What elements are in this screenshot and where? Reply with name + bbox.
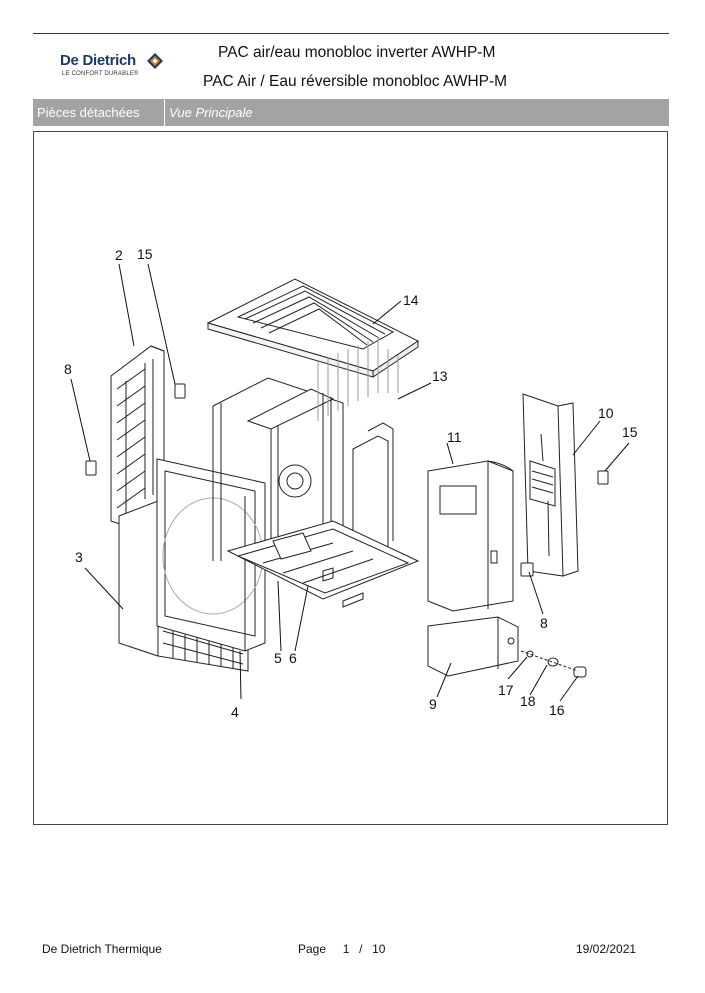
diamond-logo-icon <box>147 53 163 69</box>
front-panel-drawing <box>156 458 266 652</box>
tab-spare-parts[interactable]: Pièces détachées <box>33 99 165 126</box>
callout-label: 14 <box>403 292 419 308</box>
callout-label: 9 <box>429 696 437 712</box>
chassis-drawing <box>212 377 420 608</box>
brand-tagline: LE CONFORT DURABLE® <box>62 71 139 77</box>
callout-label: 15 <box>137 246 153 262</box>
brand-name: De Dietrich <box>60 52 136 69</box>
callout-label: 13 <box>432 368 448 384</box>
callout-label: 8 <box>64 361 72 377</box>
rear-panel-drawing <box>522 393 579 577</box>
callout-label: 16 <box>549 702 565 718</box>
footer-page: Page 1 / 10 <box>298 942 385 956</box>
footer-date: 19/02/2021 <box>576 942 637 956</box>
coil-drawing <box>317 337 399 421</box>
clip-drawing <box>85 460 97 476</box>
callout-label: 8 <box>540 615 548 631</box>
right-clip-drawing <box>520 562 534 577</box>
document-title-line2: PAC Air / Eau réversible monobloc AWHP-M <box>203 73 508 90</box>
tab-main-view[interactable]: Vue Principale <box>169 105 253 120</box>
callout-label: 10 <box>598 405 614 421</box>
callout-label: 5 <box>274 650 282 666</box>
fitting-drawing <box>520 650 587 678</box>
right-cover-drawing <box>427 460 514 612</box>
top-panel-drawing <box>206 278 419 378</box>
handle-drawing <box>174 383 186 399</box>
callout-label: 2 <box>115 247 123 263</box>
callout-label: 4 <box>231 704 239 720</box>
document-title-line1: PAC air/eau monobloc inverter AWHP-M <box>218 44 496 61</box>
right-handle-drawing <box>597 470 609 485</box>
brand-logo: De Dietrich LE CONFORT DURABLE® <box>60 52 180 82</box>
callout-label: 3 <box>75 549 83 565</box>
callout-label: 17 <box>498 682 514 698</box>
diagram-frame <box>33 131 668 825</box>
exploded-view-diagram: 2 15 14 8 13 10 15 11 3 8 5 6 4 9 17 18 … <box>64 246 638 720</box>
callout-label: 11 <box>447 429 462 445</box>
lower-cover-drawing <box>427 616 519 677</box>
left-side-panel-drawing <box>110 345 165 527</box>
footer-company: De Dietrich Thermique <box>42 942 162 956</box>
page-separator: / <box>359 942 363 956</box>
page-label: Page <box>298 942 327 956</box>
page-current: 1 <box>342 942 350 956</box>
leader-lines <box>70 263 630 702</box>
callout-label: 18 <box>520 693 536 709</box>
page-total: 10 <box>372 942 386 956</box>
callout-label: 15 <box>622 424 638 440</box>
section-bar: Pièces détachées Vue Principale <box>33 99 669 126</box>
callout-labels: 2 15 14 8 13 10 15 11 3 8 5 6 4 9 17 18 … <box>64 246 638 720</box>
header-rule <box>33 33 669 34</box>
callout-label: 6 <box>289 650 297 666</box>
